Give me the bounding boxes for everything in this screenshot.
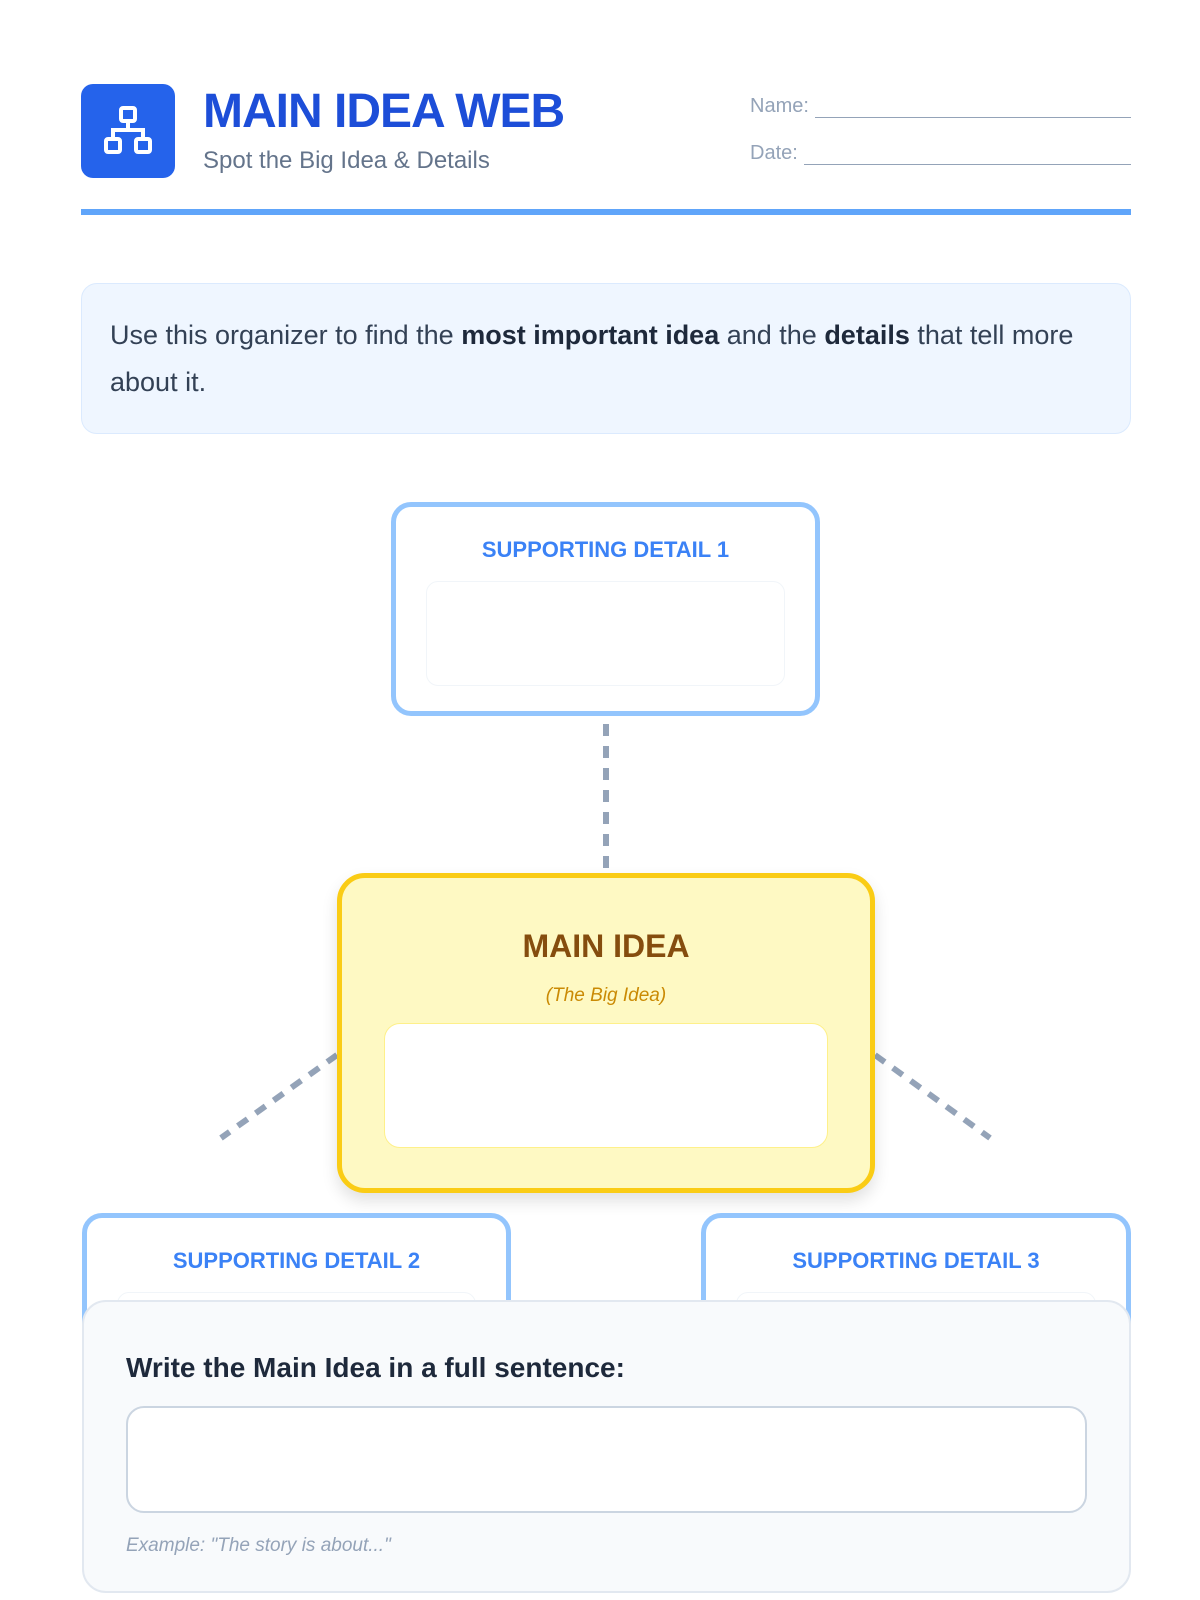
name-label: Name: bbox=[750, 95, 809, 117]
intro-text: and the bbox=[719, 320, 825, 350]
sentence-example: Example: "The story is about..." bbox=[126, 1535, 391, 1556]
main-idea-title: MAIN IDEA bbox=[522, 928, 690, 964]
connector-right bbox=[873, 1052, 992, 1141]
detail-answer-box[interactable] bbox=[426, 581, 785, 686]
date-field[interactable]: Date: bbox=[750, 142, 1131, 165]
name-field[interactable]: Name: bbox=[750, 95, 1131, 118]
intro-text: that tell more about it. bbox=[110, 320, 1074, 397]
date-label: Date: bbox=[750, 142, 798, 164]
sitemap-icon bbox=[104, 106, 152, 154]
sentence-prompt: Write the Main Idea in a full sentence: bbox=[126, 1352, 625, 1383]
main-idea-box: MAIN IDEA (The Big Idea) bbox=[337, 873, 875, 1193]
detail-label: SUPPORTING DETAIL 2 bbox=[172, 1248, 421, 1273]
main-idea-subtitle: (The Big Idea) bbox=[545, 985, 667, 1006]
intro-bold: most important idea bbox=[461, 320, 720, 350]
supporting-detail-1: SUPPORTING DETAIL 1 bbox=[391, 502, 820, 716]
header-divider bbox=[81, 209, 1131, 215]
sentence-panel: Write the Main Idea in a full sentence: … bbox=[82, 1300, 1131, 1593]
page-title: MAIN IDEA WEB bbox=[203, 85, 565, 138]
logo bbox=[81, 84, 175, 178]
main-idea-answer-box[interactable] bbox=[384, 1023, 828, 1148]
instructions: Use this organizer to find the most impo… bbox=[81, 283, 1131, 434]
connector-left bbox=[219, 1052, 339, 1141]
page-subtitle: Spot the Big Idea & Details bbox=[203, 147, 490, 174]
intro-bold: details bbox=[824, 320, 910, 350]
intro-text: Use this organizer to find the bbox=[110, 320, 462, 350]
detail-label: SUPPORTING DETAIL 1 bbox=[481, 537, 730, 562]
sentence-input[interactable] bbox=[126, 1406, 1087, 1513]
detail-label: SUPPORTING DETAIL 3 bbox=[792, 1248, 1040, 1273]
